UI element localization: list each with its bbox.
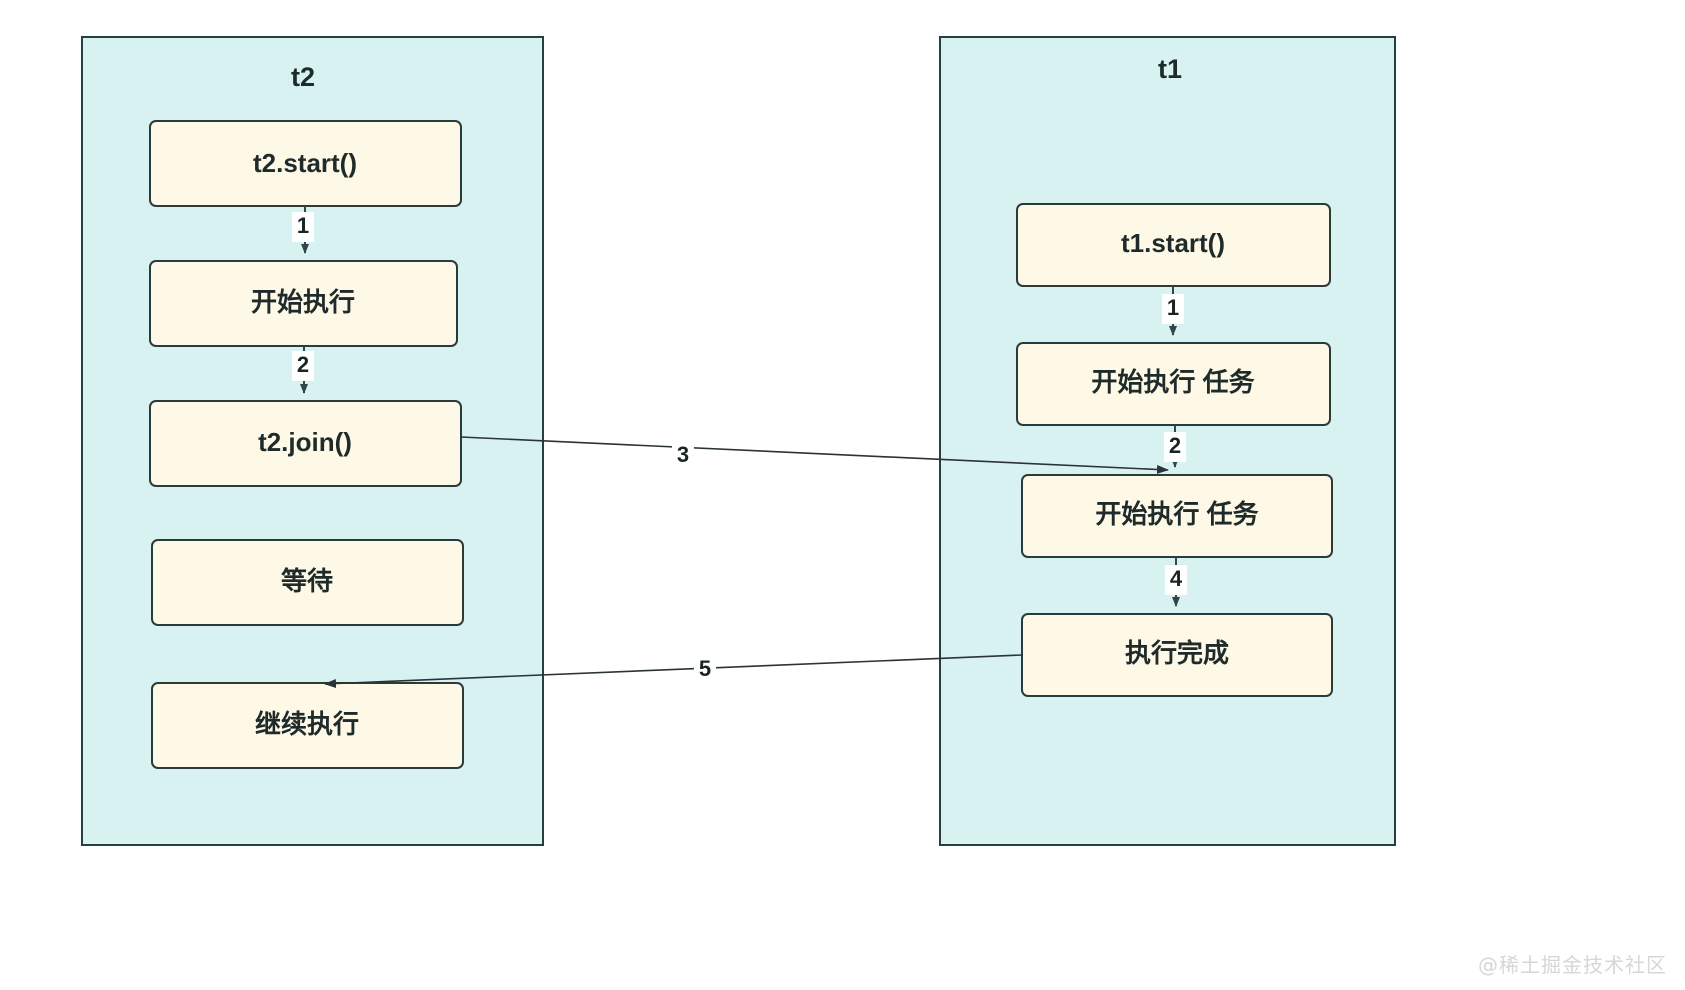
node-t2-start-label: t2.start()	[253, 148, 357, 178]
watermark: @稀土掘金技术社区	[1478, 953, 1667, 977]
node-t2-continue[interactable]: 继续执行	[151, 682, 464, 769]
edge-t1-done-to-t2-continue: 5	[324, 654, 1023, 689]
edge-label-2-t2: 2	[297, 352, 309, 377]
edge-t1-task-a-to-task-b: 2	[1164, 425, 1186, 468]
node-t2-start[interactable]: t2.start()	[149, 120, 462, 207]
edge-label-5-bg	[694, 655, 716, 685]
edge-t1-start-to-task-a: 1	[1162, 286, 1184, 336]
edge-label-4: 4	[1170, 566, 1183, 591]
node-t2-begin[interactable]: 开始执行	[149, 260, 458, 347]
edge-t2-start-to-begin: 1	[292, 206, 314, 254]
node-t2-continue-label: 继续执行	[255, 709, 359, 739]
cluster-t2-title: t2	[291, 62, 315, 92]
edge-t2-join-to-t1-task-b-path	[460, 436, 1169, 474]
node-t2-wait-rect[interactable]	[151, 539, 464, 626]
node-t1-start[interactable]: t1.start()	[1016, 203, 1331, 287]
edge-label-2-t1-bg	[1164, 432, 1186, 462]
node-t2-join[interactable]: t2.join()	[149, 400, 462, 487]
edge-label-5: 5	[699, 656, 711, 681]
node-t2-begin-label: 开始执行	[251, 287, 355, 317]
node-t1-task-b[interactable]: 开始执行 任务	[1021, 474, 1333, 558]
node-t1-task-a[interactable]: 开始执行 任务	[1016, 342, 1331, 426]
edge-t1-done-to-t2-continue-path	[324, 654, 1023, 689]
node-t2-join-label: t2.join()	[258, 427, 352, 457]
node-t1-done[interactable]: 执行完成	[1021, 613, 1333, 697]
node-t2-continue-rect[interactable]	[151, 682, 464, 769]
edge-label-3: 3	[677, 442, 689, 467]
node-t1-start-label: t1.start()	[1121, 228, 1225, 258]
edge-label-2-t2-bg	[292, 351, 314, 381]
edge-label-1-t1: 1	[1167, 295, 1179, 320]
edge-label-1-t2-bg	[292, 212, 314, 242]
node-t2-wait[interactable]: 等待	[151, 539, 464, 626]
node-t2-join-rect[interactable]	[149, 400, 462, 487]
node-t1-done-label: 执行完成	[1125, 638, 1229, 668]
edge-t1-task-b-to-done: 4	[1165, 557, 1187, 607]
edge-t2-join-to-t1-task-b: 3	[460, 436, 1169, 474]
edge-label-1-t2: 1	[297, 213, 309, 238]
edge-label-4-bg	[1165, 565, 1187, 595]
edge-t2-begin-to-join: 2	[292, 346, 314, 394]
cluster-t1-title: t1	[1158, 54, 1182, 84]
node-t1-task-a-rect[interactable]	[1016, 342, 1331, 426]
edge-label-3-bg	[672, 441, 694, 471]
edge-label-1-t1-bg	[1162, 294, 1184, 324]
edge-label-2-t1: 2	[1169, 433, 1181, 458]
node-t1-task-b-label: 开始执行 任务	[1095, 499, 1258, 529]
node-t2-wait-label: 等待	[281, 566, 333, 596]
node-t1-task-a-label: 开始执行 任务	[1091, 367, 1254, 397]
